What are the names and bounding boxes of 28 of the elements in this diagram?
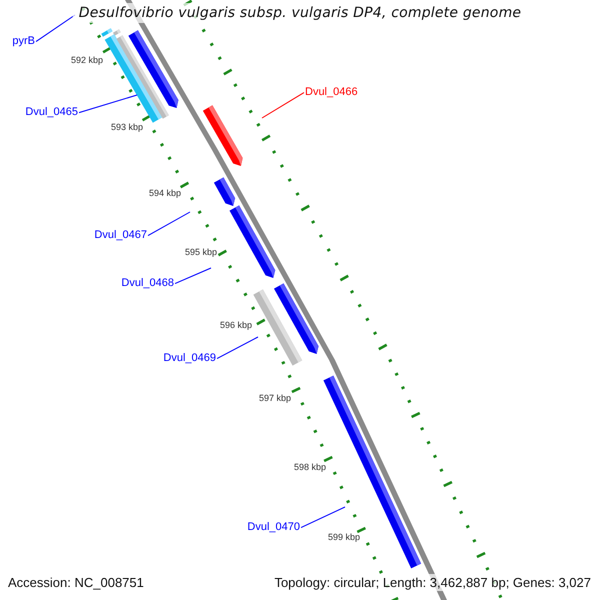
gene-label: Dvul_0468	[121, 277, 174, 289]
gene-label: Dvul_0465	[25, 106, 78, 118]
gene-feature	[230, 205, 276, 278]
tick-label: 592 kbp	[70, 55, 104, 65]
tick-label: 599 kbp	[328, 532, 360, 542]
gene-feature	[202, 105, 243, 166]
gene-block	[253, 289, 302, 366]
tick-label: 595 kbp	[184, 247, 218, 257]
leader-line	[216, 336, 258, 360]
leader-line	[262, 92, 304, 118]
tick-label: 593 kbp	[110, 122, 144, 132]
leader-line	[148, 212, 190, 236]
gene-block	[101, 28, 112, 37]
leader-line	[36, 14, 76, 42]
tick-label: 596 kbp	[220, 320, 252, 330]
tick-label: 598 kbp	[294, 462, 326, 472]
tick-label: 597 kbp	[258, 393, 292, 403]
gene-label: pyrB	[12, 35, 35, 47]
leader-line	[300, 506, 346, 528]
gene-label: Dvul_0470	[247, 521, 300, 533]
gene-block	[116, 35, 169, 119]
gene-label: Dvul_0469	[163, 352, 216, 364]
gene-block	[112, 29, 121, 36]
tick-label: 594 kbp	[148, 188, 182, 198]
gene-label: Dvul_0466	[305, 86, 358, 98]
leader-line	[174, 268, 212, 284]
gene-label: Dvul_0467	[94, 229, 147, 241]
gene-feature	[214, 177, 236, 206]
